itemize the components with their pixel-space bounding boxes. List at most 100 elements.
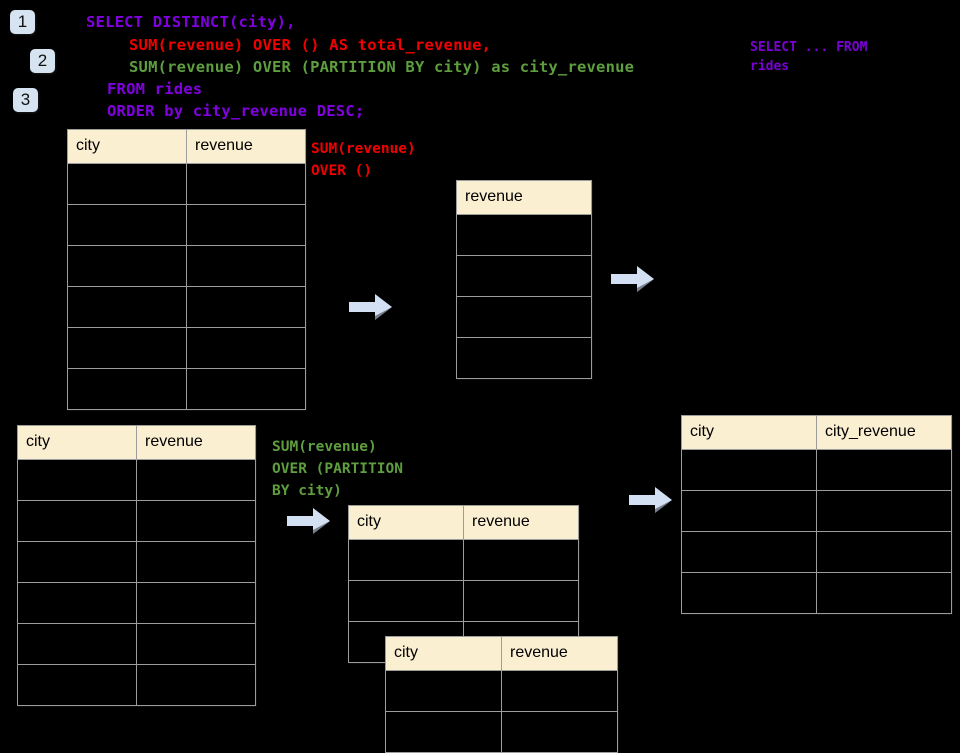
cell <box>681 490 817 532</box>
cell <box>17 459 137 501</box>
table-header-row: city revenue <box>385 636 618 671</box>
diagram-canvas: 1 2 3 SELECT DISTINCT(city), SUM(revenue… <box>10 10 952 753</box>
cell <box>136 664 256 706</box>
column-header-revenue: revenue <box>136 425 256 460</box>
annotation-total-revenue-line-1: SUM(revenue) <box>311 141 416 157</box>
column-header-city-revenue: city_revenue <box>816 415 952 450</box>
table-row <box>456 255 592 297</box>
cell <box>17 623 137 665</box>
cell <box>456 255 592 297</box>
table-rides-bottom: city revenue <box>17 425 256 706</box>
table-row <box>17 541 256 583</box>
table-row <box>456 296 592 338</box>
annotation-city-revenue-line-2: OVER (PARTITION <box>272 461 403 477</box>
table-row <box>67 286 306 328</box>
table-row <box>348 580 579 622</box>
cell <box>186 286 306 328</box>
table-header-row: city revenue <box>67 129 306 164</box>
cell <box>456 214 592 256</box>
annotation-total-revenue-line-2: OVER () <box>311 163 373 179</box>
cell <box>67 327 187 369</box>
table-row <box>67 327 306 369</box>
table-row <box>17 582 256 624</box>
cell <box>67 286 187 328</box>
column-header-city: city <box>67 129 187 164</box>
table-row <box>67 245 306 287</box>
table-partition-front: city revenue <box>385 636 618 753</box>
cell <box>348 539 464 581</box>
cell <box>456 296 592 338</box>
table-header-row: revenue <box>456 180 592 215</box>
cell <box>385 670 502 712</box>
cell <box>681 572 817 614</box>
cell <box>67 368 187 410</box>
column-header-revenue: revenue <box>463 505 579 540</box>
cell <box>17 582 137 624</box>
cell <box>681 531 817 573</box>
step-badge-3: 3 <box>13 88 38 112</box>
table-row <box>17 500 256 542</box>
table-row <box>385 670 618 712</box>
table-total-revenue: revenue <box>456 180 592 379</box>
cell <box>816 490 952 532</box>
cell <box>816 449 952 491</box>
cell <box>348 580 464 622</box>
column-header-city: city <box>681 415 817 450</box>
column-header-city: city <box>385 636 502 671</box>
table-rides-top: city revenue <box>67 129 306 410</box>
cell <box>501 711 618 753</box>
cell <box>681 449 817 491</box>
cell <box>186 204 306 246</box>
column-header-revenue: revenue <box>186 129 306 164</box>
cell <box>186 327 306 369</box>
cell <box>17 664 137 706</box>
table-header-row: city revenue <box>17 425 256 460</box>
table-row <box>385 711 618 753</box>
cell <box>816 572 952 614</box>
cell <box>186 163 306 205</box>
column-header-city: city <box>348 505 464 540</box>
table-row <box>17 664 256 706</box>
table-row <box>67 163 306 205</box>
cell <box>463 539 579 581</box>
side-note-line-1: SELECT ... FROM <box>750 40 868 55</box>
cell <box>17 500 137 542</box>
cell <box>67 245 187 287</box>
column-header-city: city <box>17 425 137 460</box>
table-row <box>681 449 952 491</box>
table-row <box>681 490 952 532</box>
arrow-rides-to-total <box>347 292 395 324</box>
cell <box>456 337 592 379</box>
annotation-city-revenue-line-3: BY city) <box>272 483 342 499</box>
sql-line-total-revenue: SUM(revenue) OVER () AS total_revenue, <box>129 36 492 54</box>
cell <box>186 368 306 410</box>
cell <box>136 541 256 583</box>
sql-line-from: FROM rides <box>107 80 203 98</box>
table-row <box>17 623 256 665</box>
cell <box>136 582 256 624</box>
cell <box>816 531 952 573</box>
table-result: city city_revenue <box>681 415 952 614</box>
table-header-row: city revenue <box>348 505 579 540</box>
step-badge-2: 2 <box>30 49 55 73</box>
cell <box>186 245 306 287</box>
table-row <box>348 539 579 581</box>
cell <box>463 580 579 622</box>
table-row <box>456 214 592 256</box>
table-row <box>681 531 952 573</box>
table-row <box>681 572 952 614</box>
arrow-total-to-result <box>609 264 657 296</box>
cell <box>67 204 187 246</box>
cell <box>501 670 618 712</box>
table-row <box>67 204 306 246</box>
cell <box>136 459 256 501</box>
table-row <box>456 337 592 379</box>
annotation-city-revenue-line-1: SUM(revenue) <box>272 439 377 455</box>
step-badge-1: 1 <box>10 10 35 34</box>
cell <box>67 163 187 205</box>
column-header-revenue: revenue <box>501 636 618 671</box>
sql-line-order-by: ORDER by city_revenue DESC; <box>107 102 365 120</box>
cell <box>385 711 502 753</box>
table-row <box>17 459 256 501</box>
column-header-revenue: revenue <box>456 180 592 215</box>
